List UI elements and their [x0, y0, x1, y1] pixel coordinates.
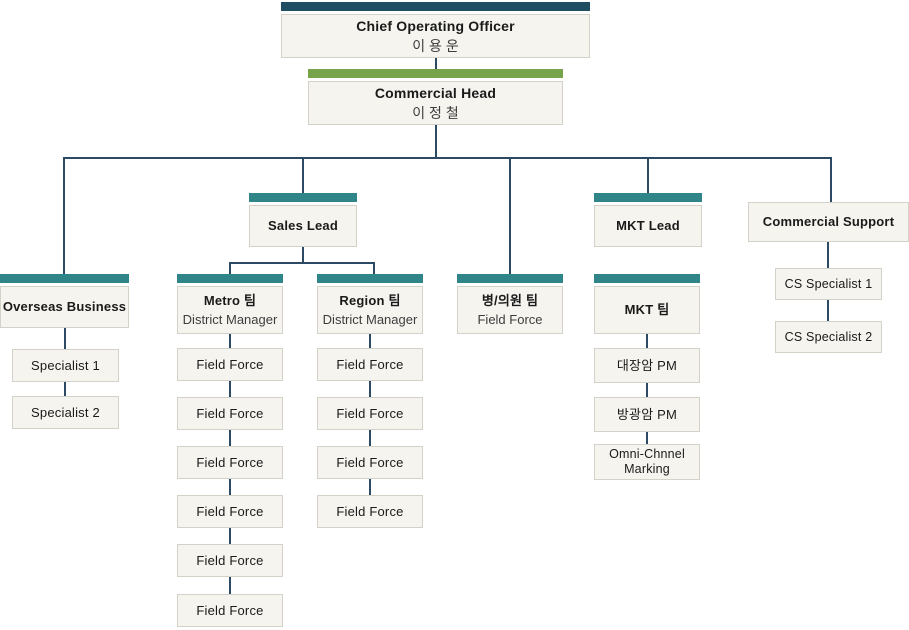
connector-metro-ff5-ff6 [229, 577, 231, 594]
mkt-lead-title: MKT Lead [616, 218, 680, 234]
node-cs-specialist-2[interactable]: CS Specialist 2 [775, 321, 882, 353]
node-region-team[interactable]: Region 팀 District Manager [317, 286, 423, 334]
metro-ff-1-label: Field Force [196, 356, 264, 372]
node-metro-field-force-3[interactable]: Field Force [177, 446, 283, 479]
node-mkt-lead[interactable]: MKT Lead [594, 205, 702, 247]
connector-mkt-to-pm1 [646, 334, 648, 348]
metro-team-title: Metro 팀 [203, 293, 257, 309]
connector-head-drop [435, 125, 437, 158]
connector-region-ff4-ff5 [369, 479, 371, 495]
region-team-title: Region 팀 [339, 293, 401, 309]
node-overseas-business[interactable]: Overseas Business [0, 286, 129, 328]
commercial-head-cap-bar [308, 69, 563, 78]
mkt-lead-cap-bar [594, 193, 702, 202]
node-bladder-cancer-pm[interactable]: 방광암 PM [594, 397, 700, 432]
region-ff-3-label: Field Force [336, 454, 404, 470]
connector-sales-lead-bus [229, 262, 375, 264]
connector-sales-to-metro [229, 262, 231, 276]
metro-ff-2-label: Field Force [196, 405, 264, 421]
overseas-cap-bar [0, 274, 129, 283]
coo-cap-bar [281, 2, 590, 11]
metro-ff-6-label: Field Force [196, 602, 264, 618]
node-colon-cancer-pm[interactable]: 대장암 PM [594, 348, 700, 383]
node-overseas-specialist-2[interactable]: Specialist 2 [12, 396, 119, 429]
cs-specialist-2-label: CS Specialist 2 [784, 329, 873, 344]
connector-overseas-spec1-to-spec2 [64, 382, 66, 396]
cs-specialist-1-label: CS Specialist 1 [784, 276, 873, 291]
node-region-field-force-2[interactable]: Field Force [317, 397, 423, 430]
connector-region-to-ff1 [369, 334, 371, 348]
node-commercial-head[interactable]: Commercial Head 이 정 철 [308, 81, 563, 125]
hospital-cap-bar [457, 274, 563, 283]
coo-title: Chief Operating Officer [356, 17, 515, 34]
connector-overseas-to-spec1 [64, 328, 66, 349]
node-omni-channel-marketing[interactable]: Omni-Chnnel Marking [594, 444, 700, 480]
node-metro-field-force-6[interactable]: Field Force [177, 594, 283, 627]
mkt-team-cap-bar [594, 274, 700, 283]
colon-cancer-pm-label: 대장암 PM [616, 357, 678, 373]
connector-metro-ff2-ff3 [229, 430, 231, 446]
sales-lead-title: Sales Lead [268, 218, 338, 234]
sales-lead-cap-bar [249, 193, 357, 202]
connector-drop-commercial-support [830, 157, 832, 202]
connector-drop-mkt-lead [647, 157, 649, 195]
connector-pm2-omni [646, 432, 648, 444]
node-metro-field-force-1[interactable]: Field Force [177, 348, 283, 381]
connector-region-ff2-ff3 [369, 430, 371, 446]
connector-drop-hospital [509, 157, 511, 276]
metro-cap-bar [177, 274, 283, 283]
node-region-field-force-1[interactable]: Field Force [317, 348, 423, 381]
omni-channel-line-1: Omni-Chnnel [609, 447, 685, 462]
node-overseas-specialist-1[interactable]: Specialist 1 [12, 349, 119, 382]
metro-team-sub: District Manager [182, 311, 278, 327]
node-commercial-support[interactable]: Commercial Support [748, 202, 909, 242]
node-region-field-force-3[interactable]: Field Force [317, 446, 423, 479]
connector-cs-spec1-to-spec2 [827, 300, 829, 321]
commercial-head-title: Commercial Head [374, 84, 497, 101]
hospital-team-sub: Field Force [477, 311, 543, 327]
region-ff-1-label: Field Force [336, 356, 404, 372]
hospital-team-title: 병/의원 팀 [481, 293, 539, 309]
node-metro-field-force-4[interactable]: Field Force [177, 495, 283, 528]
node-sales-lead[interactable]: Sales Lead [249, 205, 357, 247]
connector-cs-to-spec1 [827, 242, 829, 268]
connector-drop-overseas [63, 157, 65, 276]
connector-metro-to-ff1 [229, 334, 231, 348]
connector-metro-ff4-ff5 [229, 528, 231, 544]
connector-pm1-pm2 [646, 383, 648, 397]
metro-ff-5-label: Field Force [196, 552, 264, 568]
node-metro-field-force-5[interactable]: Field Force [177, 544, 283, 577]
commercial-support-title: Commercial Support [762, 214, 895, 230]
connector-drop-sales-lead [302, 157, 304, 195]
overseas-business-title: Overseas Business [2, 299, 127, 315]
connector-sales-to-region [373, 262, 375, 276]
node-mkt-team[interactable]: MKT 팀 [594, 286, 700, 334]
connector-metro-ff1-ff2 [229, 381, 231, 397]
node-metro-team[interactable]: Metro 팀 District Manager [177, 286, 283, 334]
node-metro-field-force-2[interactable]: Field Force [177, 397, 283, 430]
node-chief-operating-officer[interactable]: Chief Operating Officer 이 용 운 [281, 14, 590, 58]
mkt-team-title: MKT 팀 [624, 302, 670, 318]
commercial-head-name: 이 정 철 [412, 104, 459, 121]
node-hospital-clinic-team[interactable]: 병/의원 팀 Field Force [457, 286, 563, 334]
region-ff-5-label: Field Force [336, 503, 404, 519]
bladder-cancer-pm-label: 방광암 PM [616, 406, 678, 422]
node-region-field-force-5[interactable]: Field Force [317, 495, 423, 528]
overseas-specialist-1-label: Specialist 1 [31, 357, 100, 373]
connector-main-bus [63, 157, 832, 159]
region-cap-bar [317, 274, 423, 283]
node-cs-specialist-1[interactable]: CS Specialist 1 [775, 268, 882, 300]
region-team-sub: District Manager [322, 311, 418, 327]
overseas-specialist-2-label: Specialist 2 [31, 404, 100, 420]
region-ff-2-label: Field Force [336, 405, 404, 421]
metro-ff-4-label: Field Force [196, 503, 264, 519]
connector-sales-lead-drop [302, 247, 304, 263]
connector-metro-ff3-ff4 [229, 479, 231, 495]
coo-name: 이 용 운 [412, 37, 459, 54]
connector-coo-to-head [435, 58, 437, 78]
omni-channel-line-2: Marking [624, 462, 670, 476]
connector-region-ff1-ff2 [369, 381, 371, 397]
metro-ff-3-label: Field Force [196, 454, 264, 470]
